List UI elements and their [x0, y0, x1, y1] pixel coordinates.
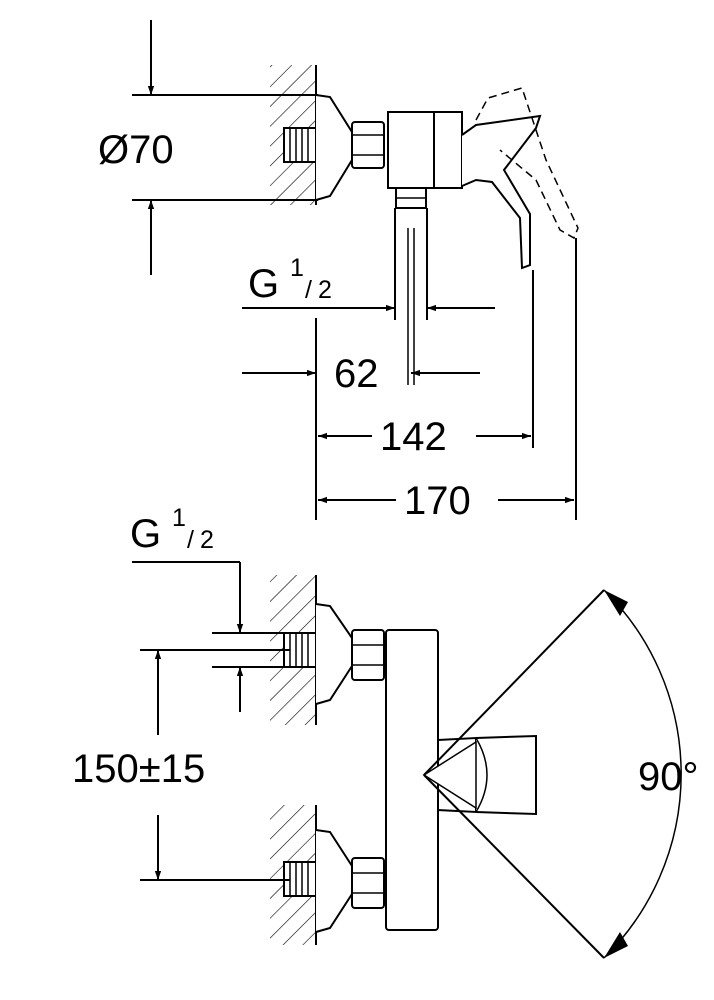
svg-text:2: 2 — [318, 276, 332, 304]
svg-text:G: G — [130, 512, 161, 556]
side-view — [270, 65, 579, 385]
svg-text:/: / — [305, 276, 312, 304]
dimension-170 — [318, 238, 577, 520]
angle-label: 90° — [638, 755, 699, 799]
dimension-62 — [242, 318, 480, 520]
dimension-142-label: 142 — [380, 415, 447, 459]
rotation-indicator — [422, 740, 477, 810]
dimension-150-label: 150±15 — [72, 747, 205, 791]
svg-text:1: 1 — [172, 504, 186, 532]
dimension-62-label: 62 — [334, 352, 379, 396]
thread-label-bottom: G 1 / 2 — [130, 504, 214, 556]
lever-handle-side — [461, 114, 542, 270]
svg-text:2: 2 — [200, 526, 214, 554]
svg-text:1: 1 — [290, 254, 304, 282]
thread-dimension-bottom — [132, 561, 284, 712]
hex-nut-upper — [351, 629, 385, 681]
dimension-150 — [140, 649, 290, 881]
angle-dimension — [423, 589, 682, 959]
angle-arrows — [604, 590, 628, 958]
escutcheon-upper — [315, 603, 353, 705]
diameter-dimension — [132, 20, 318, 275]
eccentric-connector-top — [283, 127, 317, 163]
diameter-label: Ø70 — [98, 128, 174, 172]
svg-text:G: G — [248, 262, 279, 306]
escutcheon-top — [315, 94, 353, 201]
dimension-142 — [318, 270, 534, 448]
lever-handle-open — [475, 87, 579, 240]
dimension-170-label: 170 — [404, 479, 471, 523]
hex-nut-top — [351, 121, 385, 169]
front-view — [270, 575, 537, 945]
hex-nut-lower — [351, 857, 385, 909]
thread-label-top: G 1 / 2 — [248, 254, 332, 306]
svg-text:/: / — [187, 526, 194, 554]
escutcheon-lower — [315, 829, 353, 933]
mixer-body-side — [387, 111, 435, 189]
